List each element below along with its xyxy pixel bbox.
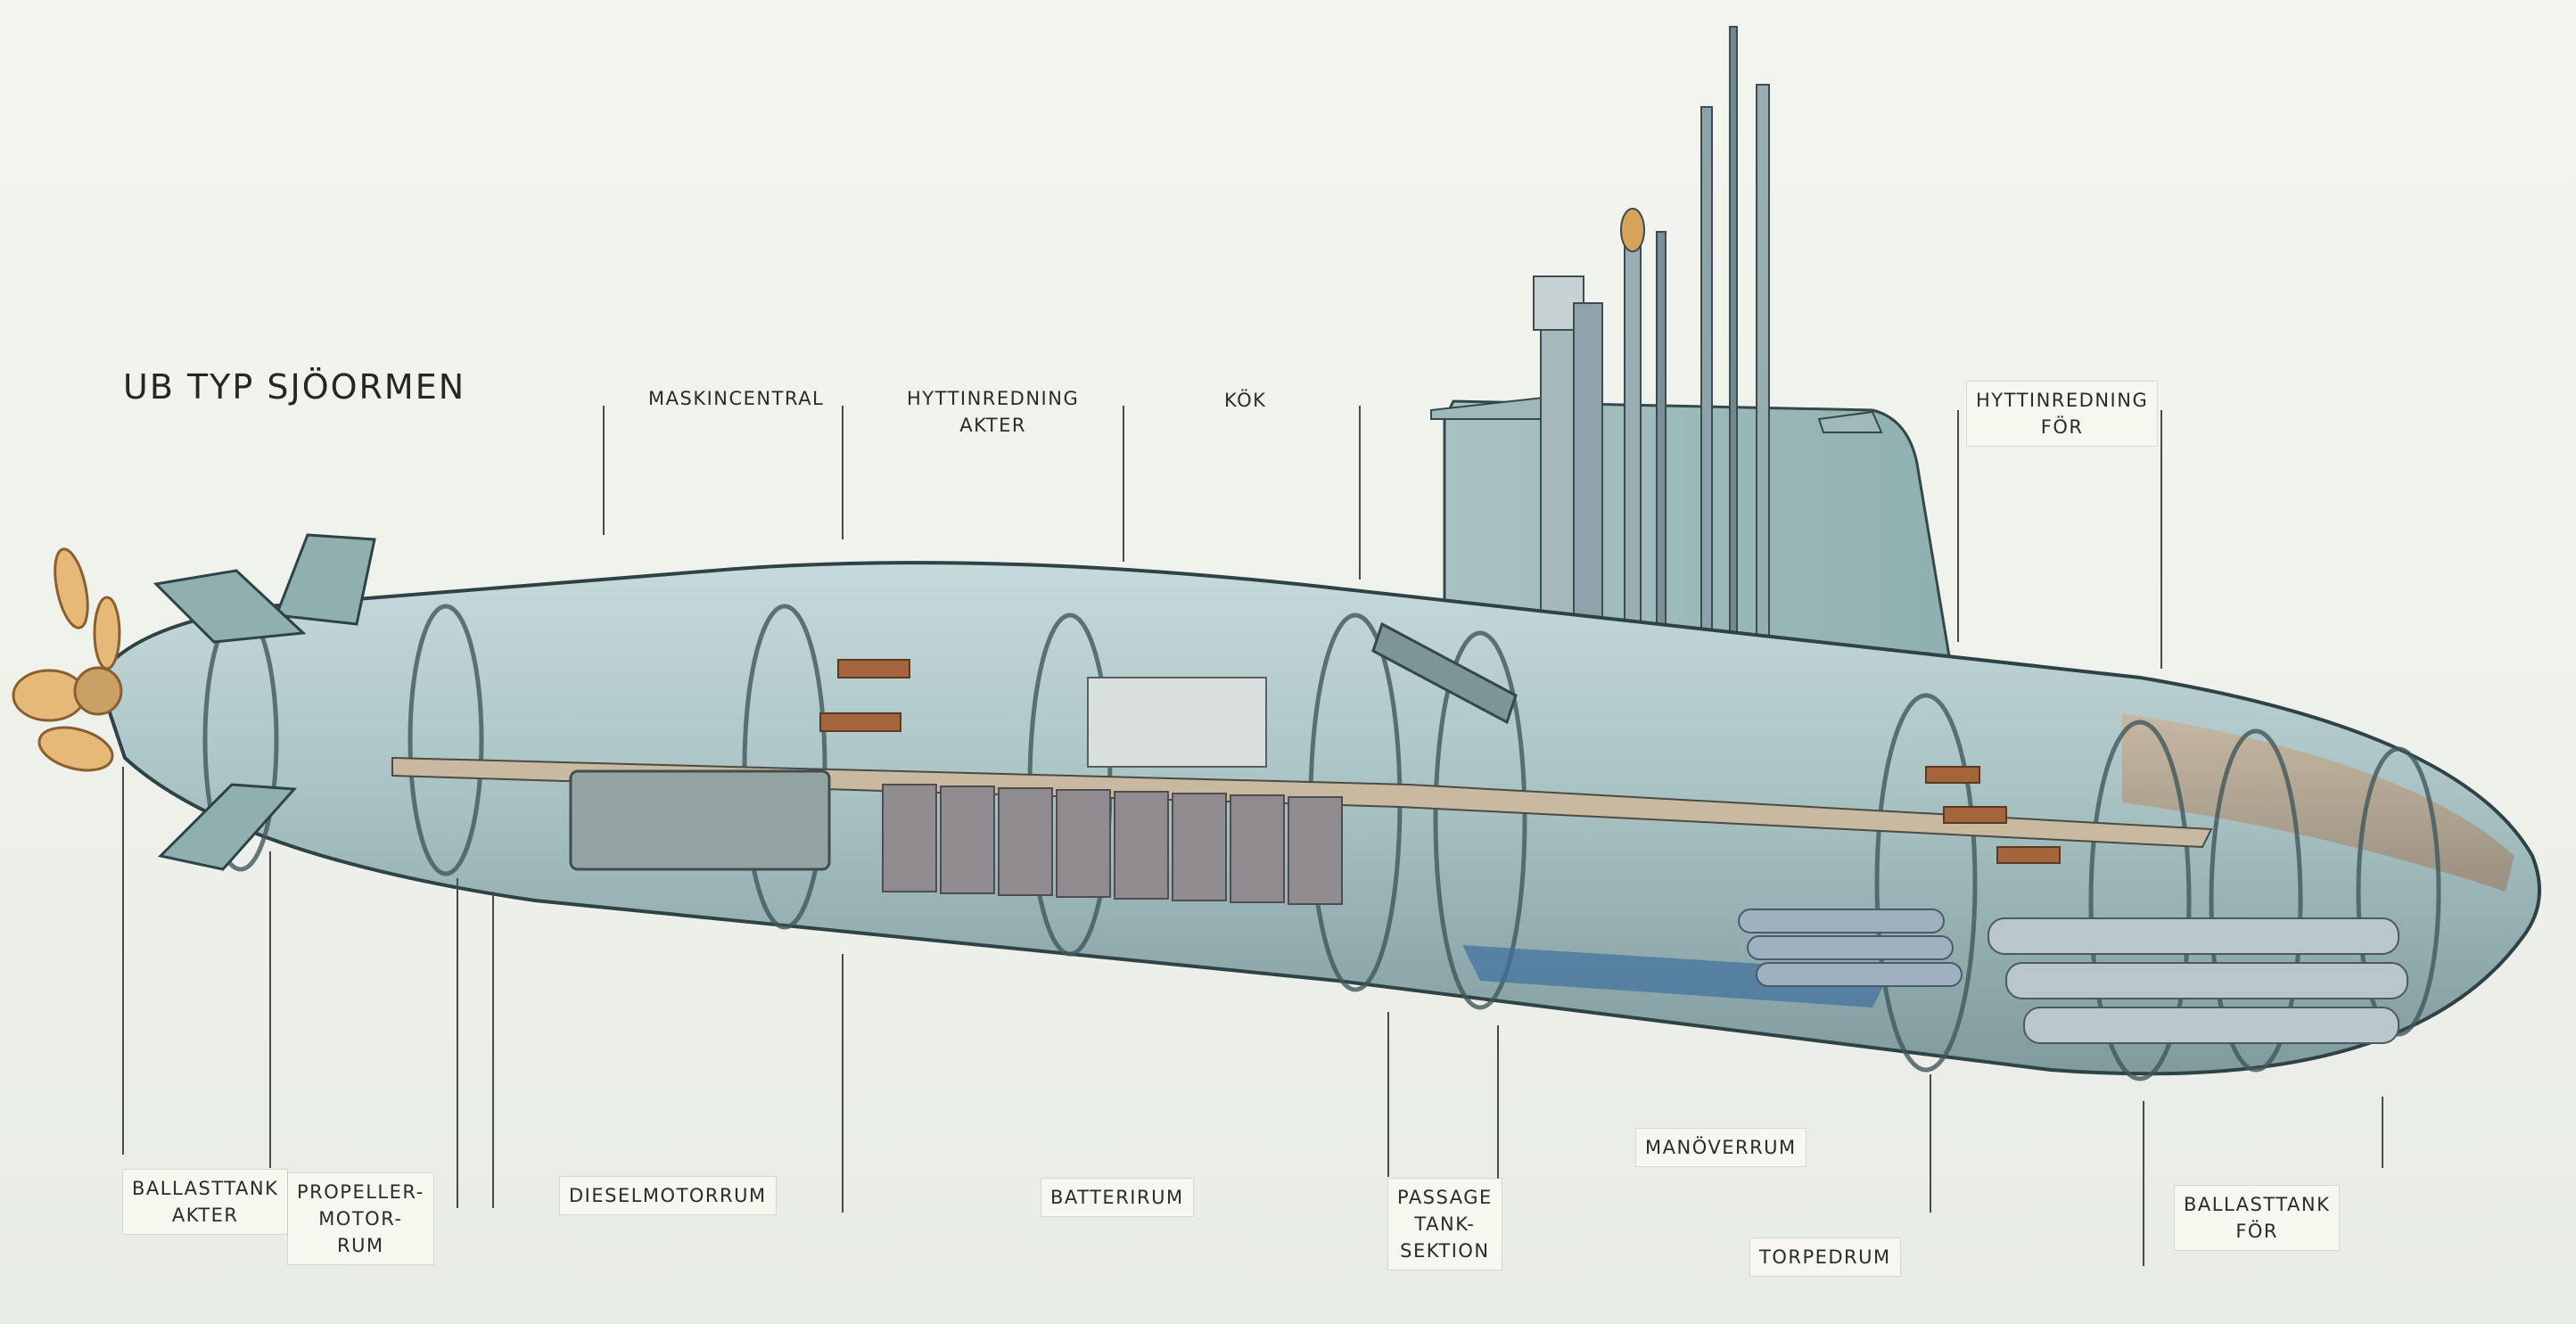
label-dieselmotorrum-line: DIESELMOTORRUM — [569, 1185, 767, 1206]
stern-control-surfaces — [152, 533, 376, 871]
label-propellermotorrum: PROPELLER- MOTOR- RUM — [288, 1173, 433, 1264]
label-line-2: FÖR — [2235, 1221, 2279, 1242]
label-kok-line: KÖK — [1224, 390, 1267, 411]
label-line-3: SEKTION — [1400, 1240, 1490, 1262]
label-line-1: PROPELLER- — [297, 1181, 424, 1203]
label-line-1: PASSAGE — [1397, 1187, 1493, 1208]
label-torpedrum: TORPEDRUM — [1750, 1238, 1900, 1276]
hull — [95, 561, 2541, 1081]
label-line-1: HYTTINREDNING — [1976, 390, 2149, 411]
label-torpedrum-line: TORPEDRUM — [1759, 1246, 1891, 1268]
label-kok: KÖK — [1224, 387, 1266, 414]
label-line-1: BALLASTTANK — [2184, 1194, 2331, 1215]
label-batterirum-line: BATTERIRUM — [1050, 1187, 1184, 1208]
label-line-1: HYTTINREDNING — [907, 388, 1080, 409]
label-hyttinredning-for: HYTTINREDNING FÖR — [1967, 382, 2158, 446]
label-line-1: BALLASTTANK — [132, 1178, 279, 1199]
label-line-2: AKTER — [959, 415, 1026, 436]
propeller — [12, 547, 123, 772]
label-line-2: TANK- — [1414, 1213, 1476, 1235]
label-ballasttank-for: BALLASTTANK FÖR — [2175, 1186, 2340, 1250]
label-manoverrum-line: MANÖVERRUM — [1645, 1137, 1797, 1158]
leader-lines — [122, 406, 2383, 1266]
label-maskincentral: MASKINCENTRAL — [648, 385, 824, 412]
label-maskincentral-line: MASKINCENTRAL — [648, 388, 825, 409]
label-line-3: RUM — [337, 1235, 384, 1256]
label-passage-tanksektion: PASSAGE TANK- SEKTION — [1388, 1179, 1502, 1270]
label-batterirum: BATTERIRUM — [1041, 1179, 1193, 1216]
label-line-2: MOTOR- — [318, 1208, 403, 1229]
label-manoverrum: MANÖVERRUM — [1636, 1129, 1806, 1166]
diagram-title: UB TYP SJÖORMEN — [123, 367, 466, 407]
label-ballasttank-akter: BALLASTTANK AKTER — [123, 1170, 288, 1234]
label-line-2: FÖR — [2040, 416, 2084, 438]
label-dieselmotorrum: DIESELMOTORRUM — [560, 1177, 776, 1214]
label-hyttinredning-akter: HYTTINREDNING AKTER — [907, 385, 1079, 439]
label-line-2: AKTER — [171, 1205, 239, 1226]
